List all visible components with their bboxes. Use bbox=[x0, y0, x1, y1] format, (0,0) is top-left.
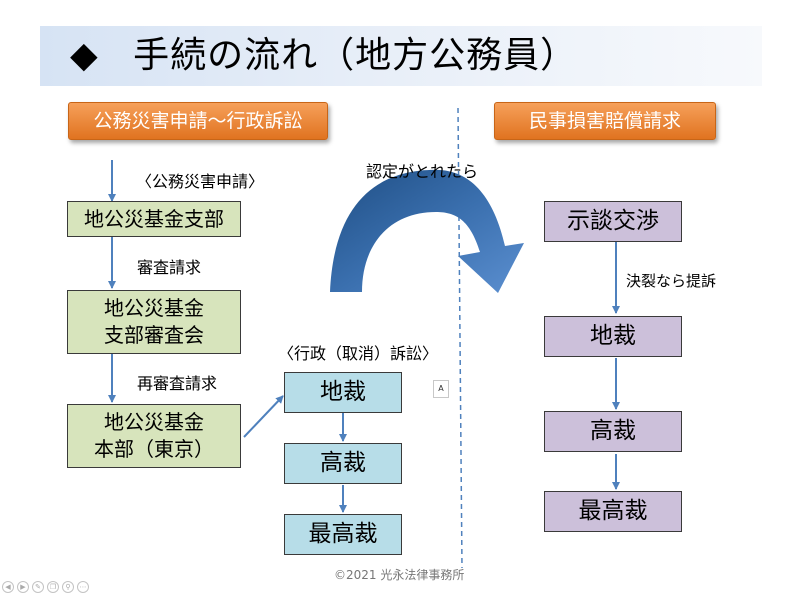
slide-title: ◆ 手続の流れ（地方公務員） bbox=[70, 32, 577, 80]
title-bar: ◆ 手続の流れ（地方公務員） bbox=[40, 26, 762, 86]
zoom-icon[interactable]: ⚲ bbox=[62, 581, 74, 593]
box-civil-saikousai: 最高裁 bbox=[544, 491, 682, 532]
note-shinsa-seikyu: 審査請求 bbox=[137, 258, 202, 277]
box-civil-chisai: 地裁 bbox=[544, 316, 682, 357]
right-header: 民事損害賠償請求 bbox=[494, 102, 716, 140]
slide-title-text: 手続の流れ（地方公務員） bbox=[133, 35, 578, 76]
comment-marker[interactable]: A bbox=[433, 380, 449, 398]
note-ketsuretsu: 決裂なら提訴 bbox=[626, 272, 717, 290]
diamond-bullet-icon: ◆ bbox=[70, 35, 99, 76]
slide-nav-bar: ◀ ▶ ✎ ❐ ⚲ ⋯ bbox=[2, 581, 89, 593]
left-header: 公務災害申請～行政訴訟 bbox=[68, 102, 328, 140]
arrow-to-lawsuit bbox=[243, 395, 284, 438]
box-lawsuit-saikousai: 最高裁 bbox=[284, 514, 402, 555]
prev-icon[interactable]: ◀ bbox=[2, 581, 14, 593]
box-jidan-koushou: 示談交渉 bbox=[544, 201, 682, 242]
big-curved-arrow bbox=[330, 169, 524, 293]
pen-icon[interactable]: ✎ bbox=[32, 581, 44, 593]
footer-copyright: ©2021 光永法律事務所 bbox=[334, 568, 465, 582]
box-lawsuit-kousai: 高裁 bbox=[284, 443, 402, 484]
more-icon[interactable]: ⋯ bbox=[77, 581, 89, 593]
box-lawsuit-chisai: 地裁 bbox=[284, 372, 402, 413]
note-saishinsa-seikyu: 再審査請求 bbox=[137, 374, 218, 393]
copy-icon[interactable]: ❐ bbox=[47, 581, 59, 593]
note-gyousei-soshou: 〈行政（取消）訴訟〉 bbox=[278, 344, 439, 363]
box-shibu: 地公災基金支部 bbox=[67, 201, 241, 237]
box-honbu: 地公災基金 本部（東京） bbox=[67, 404, 241, 468]
next-icon[interactable]: ▶ bbox=[17, 581, 29, 593]
curve-label: 認定がとれたら bbox=[366, 162, 479, 181]
note-koumu-saigai: 〈公務災害申請〉 bbox=[136, 172, 265, 191]
box-civil-kousai: 高裁 bbox=[544, 411, 682, 452]
box-shinsakai: 地公災基金 支部審査会 bbox=[67, 290, 241, 354]
